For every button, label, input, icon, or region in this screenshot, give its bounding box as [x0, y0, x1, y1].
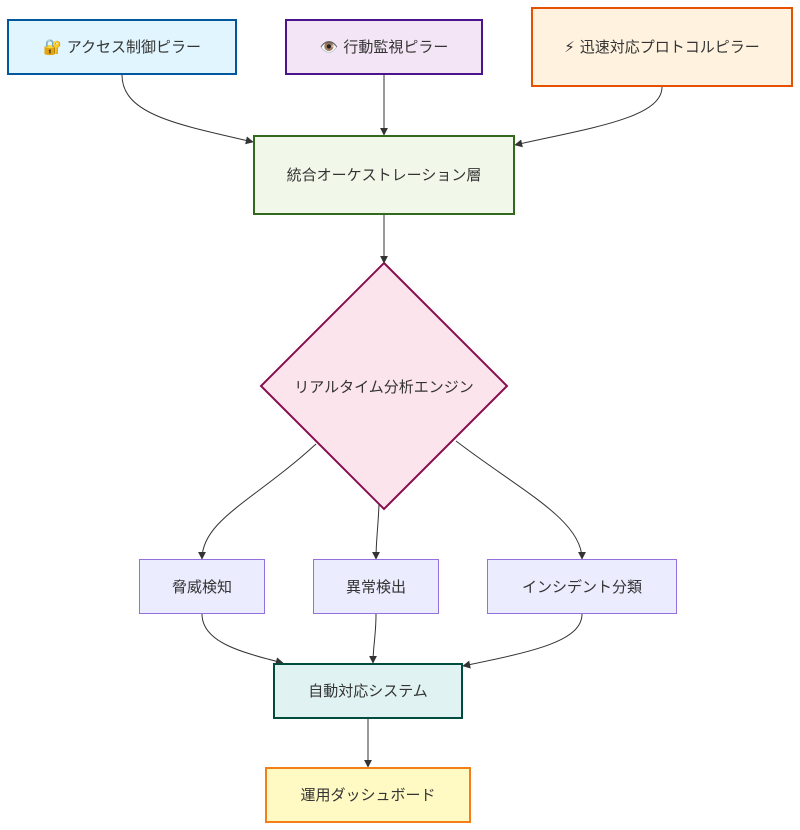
- node-threat-detection[interactable]: 脅威検知: [139, 559, 265, 614]
- node-monitor-label: 行動監視ピラー: [343, 38, 449, 56]
- node-threat-label: 脅威検知: [171, 577, 232, 596]
- node-operations-dashboard[interactable]: 運用ダッシュボード: [265, 767, 471, 823]
- lock-with-key-icon: 🔐: [43, 38, 62, 56]
- node-access-control-pillar[interactable]: 🔐 アクセス制御ピラー: [7, 19, 237, 75]
- node-rapid-label: 迅速対応プロトコルピラー: [579, 38, 760, 56]
- node-access-label: アクセス制御ピラー: [66, 38, 201, 56]
- edge-engine-to-incident: [455, 440, 586, 560]
- node-rapid-response-pillar[interactable]: ⚡ 迅速対応プロトコルピラー: [531, 7, 793, 87]
- node-automated-response-system[interactable]: 自動対応システム: [273, 663, 463, 719]
- node-anomaly-label: 異常検出: [345, 577, 406, 596]
- engine-diamond: [259, 261, 509, 511]
- eye-icon: 👁️: [319, 38, 339, 56]
- edge-access-to-orchestration: [121, 74, 254, 145]
- node-realtime-analysis-engine-label[interactable]: リアルタイム分析エンジン: [294, 377, 474, 396]
- edge-anomaly-to-auto: [369, 613, 378, 664]
- edge-rapid-to-orchestration: [514, 86, 663, 148]
- edge-incident-to-auto: [462, 613, 583, 669]
- node-auto-label: 自動対応システム: [308, 682, 428, 700]
- lightning-icon: ⚡: [564, 38, 575, 56]
- node-dashboard-label: 運用ダッシュボード: [300, 786, 436, 804]
- node-anomaly-detection[interactable]: 異常検出: [313, 559, 439, 614]
- node-behavior-monitoring-pillar[interactable]: 👁️ 行動監視ピラー: [285, 19, 483, 75]
- node-incident-label: インシデント分類: [521, 577, 642, 596]
- node-integrated-orchestration-layer[interactable]: 統合オーケストレーション層: [253, 135, 515, 215]
- edge-engine-to-threat: [198, 443, 317, 560]
- edge-threat-to-auto: [201, 613, 284, 666]
- node-incident-classification[interactable]: インシデント分類: [487, 559, 677, 614]
- node-orchestration-label: 統合オーケストレーション層: [286, 166, 482, 184]
- edge-engine-to-anomaly: [372, 503, 381, 560]
